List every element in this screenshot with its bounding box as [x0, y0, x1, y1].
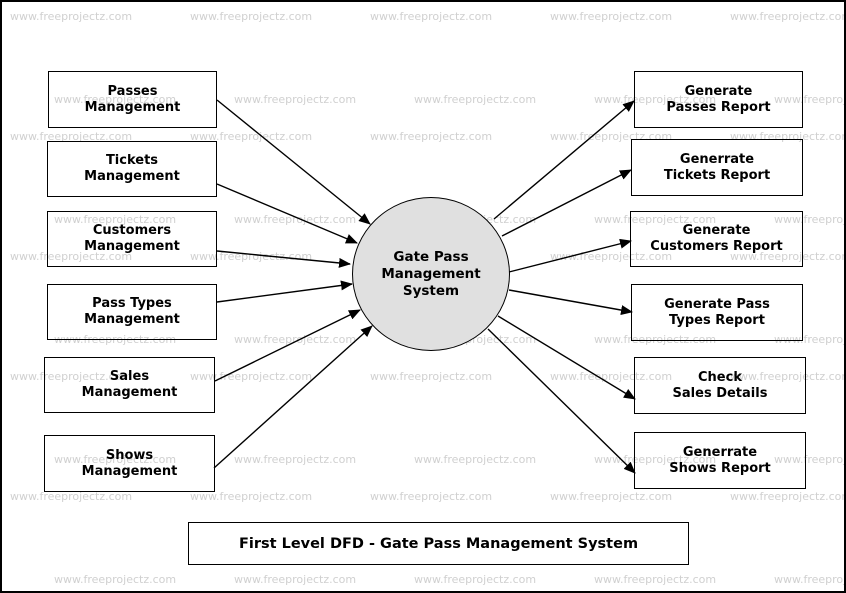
entity-generrate-shows-report: Generrate Shows Report — [634, 432, 806, 489]
entity-label: Generrate Shows Report — [669, 444, 771, 476]
flow-arrow-customers — [216, 250, 351, 268]
diagram-caption: First Level DFD - Gate Pass Management S… — [188, 522, 689, 565]
flow-arrow-pass-types-report — [508, 289, 633, 315]
entity-label: Pass Types Management — [84, 296, 180, 327]
entity-shows-management: Shows Management — [44, 435, 215, 492]
entity-passes-management: Passes Management — [48, 71, 217, 128]
entity-label: Customers Management — [84, 223, 180, 254]
entity-generate-pass-types-report: Generate Pass Types Report — [631, 284, 803, 341]
process-label: Gate Pass Management System — [381, 248, 481, 299]
entity-generate-passes-report: Generate Passes Report — [634, 71, 803, 128]
entity-pass-types-management: Pass Types Management — [47, 284, 217, 340]
entity-label: Passes Management — [84, 83, 181, 115]
entity-customers-management: Customers Management — [47, 211, 217, 267]
flow-arrow-sales-details — [497, 315, 636, 400]
flow-arrow-passes — [216, 99, 371, 225]
entity-check-sales-details: Check Sales Details — [634, 357, 806, 414]
entity-label: Tickets Management — [84, 153, 180, 184]
entity-tickets-management: Tickets Management — [47, 141, 217, 197]
entity-label: Check Sales Details — [672, 369, 768, 401]
entity-label: Shows Management — [81, 447, 178, 479]
caption-text: First Level DFD - Gate Pass Management S… — [238, 535, 639, 552]
process-gate-pass-management-system: Gate Pass Management System — [352, 197, 510, 351]
entity-label: Generate Passes Report — [666, 83, 771, 115]
entity-label: Generrate Tickets Report — [663, 151, 771, 183]
flow-arrow-tickets-report — [501, 169, 632, 237]
entity-label: Generate Customers Report — [650, 223, 783, 254]
flow-arrow-tickets — [216, 183, 358, 244]
entity-sales-management: Sales Management — [44, 357, 215, 413]
flow-arrow-pass-types — [216, 280, 353, 303]
flow-arrow-shows-report — [487, 328, 636, 474]
flow-arrow-shows — [213, 325, 373, 469]
entity-label: Generate Pass Types Report — [664, 296, 770, 328]
flow-arrow-sales — [214, 309, 361, 382]
flow-arrow-customers-report — [508, 238, 632, 273]
flow-arrow-passes-report — [493, 100, 635, 220]
entity-generrate-tickets-report: Generrate Tickets Report — [631, 139, 803, 196]
entity-label: Sales Management — [81, 369, 178, 400]
entity-generate-customers-report: Generate Customers Report — [630, 211, 803, 267]
